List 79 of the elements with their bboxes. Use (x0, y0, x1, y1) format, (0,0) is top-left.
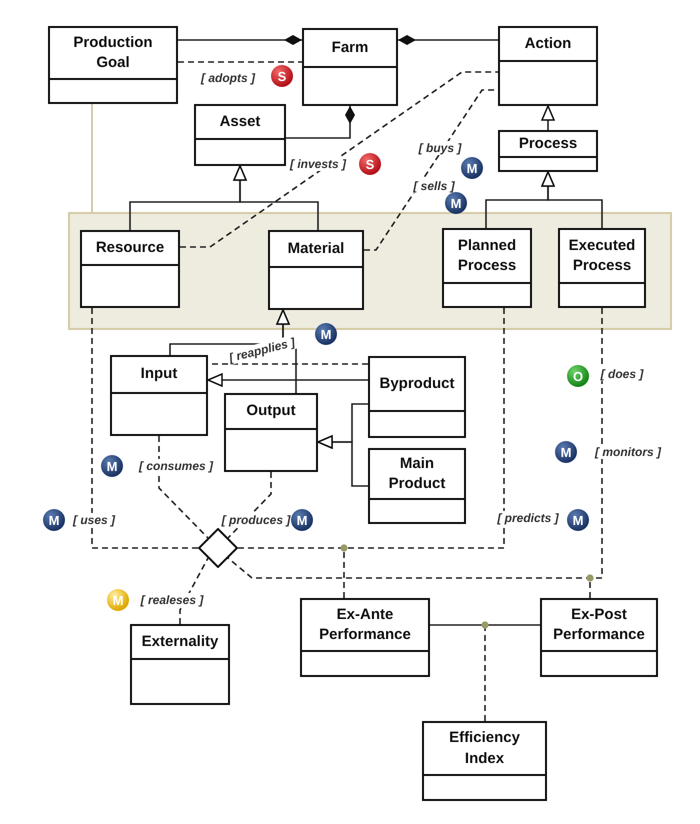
class-box (442, 228, 532, 308)
class-box (302, 28, 398, 106)
letter-badge: M (291, 509, 313, 531)
edge-label: [ monitors ] (593, 445, 663, 459)
relation-label: [ does ] (598, 367, 646, 381)
class-box (498, 26, 598, 106)
generalization-arrow (207, 373, 368, 387)
class-box (80, 230, 180, 308)
class-box (558, 228, 646, 308)
association-line (180, 71, 498, 248)
generalization-arrow (233, 165, 319, 230)
class-name: Ex-Ante Performance (318, 604, 412, 645)
letter-badge: O (567, 365, 589, 387)
class-name: Asset (220, 112, 260, 132)
generalization-arrow (541, 105, 555, 130)
class-name: Executed Process (568, 236, 636, 276)
association-line (238, 308, 505, 549)
class-box (540, 598, 658, 677)
class-box (130, 624, 230, 705)
association-line (179, 558, 209, 624)
association-line (178, 61, 302, 63)
class-box (110, 355, 208, 436)
class-box (48, 26, 178, 104)
class-box (368, 448, 466, 524)
class-name: Resource (96, 238, 164, 258)
generalization-arrow (541, 171, 603, 228)
composition-line (286, 106, 355, 139)
generalization-arrow (317, 435, 368, 487)
class-name: Ex-Post Performance (552, 604, 646, 645)
composition-line (398, 35, 498, 45)
association-class-line (481, 621, 489, 721)
class-box (268, 230, 364, 310)
association-diamond (198, 528, 238, 568)
class-name: Output (246, 401, 296, 422)
class-box (422, 721, 547, 801)
class-name: Input (140, 364, 178, 384)
class-box (300, 598, 430, 677)
association-line (227, 308, 603, 579)
connector-line (430, 624, 540, 626)
class-box (368, 356, 466, 438)
association-class-line (340, 544, 348, 598)
class-name: Action (524, 34, 572, 54)
connector-line (91, 104, 93, 212)
relation-label: [ sells ] (411, 179, 457, 193)
class-name: Planned Process (456, 236, 518, 276)
class-name: Farm (332, 38, 368, 58)
composition-line (178, 35, 302, 45)
letter-badge: M (107, 589, 129, 611)
edge-label: [ produces ] (220, 513, 292, 527)
class-name: Production Goal (72, 32, 154, 73)
edge-label: [ adopts ] (199, 71, 257, 85)
class-box (194, 104, 286, 166)
edge-label: [ invests ] (288, 157, 348, 171)
class-name: Externality (142, 632, 218, 652)
letter-badge: M (461, 157, 483, 179)
letter-badge: M (101, 455, 123, 477)
letter-badge: M (445, 192, 467, 214)
letter-badge: S (359, 153, 381, 175)
edge-label: [ realeses ] (138, 593, 206, 607)
association-line (158, 436, 209, 539)
class-name: Material (288, 238, 344, 259)
class-name: Efficiency Index (448, 728, 521, 768)
letter-badge: M (43, 509, 65, 531)
letter-badge: S (271, 65, 293, 87)
class-name: Byproduct (380, 374, 454, 394)
edge-label: [ consumes ] (137, 459, 215, 473)
edge-label: [ uses ] (71, 513, 117, 527)
association-line (91, 308, 198, 549)
edge-label: [ predicts ] (495, 511, 561, 525)
letter-badge: M (567, 509, 589, 531)
letter-badge: M (555, 441, 577, 463)
group-band (68, 212, 672, 330)
class-name: Process (518, 134, 578, 154)
association-class-line (586, 574, 594, 598)
edge-label: [ buys ] (416, 141, 464, 155)
class-box (224, 393, 318, 472)
letter-badge: M (315, 323, 337, 345)
class-box (498, 130, 598, 172)
class-name: Main Product (388, 454, 446, 494)
